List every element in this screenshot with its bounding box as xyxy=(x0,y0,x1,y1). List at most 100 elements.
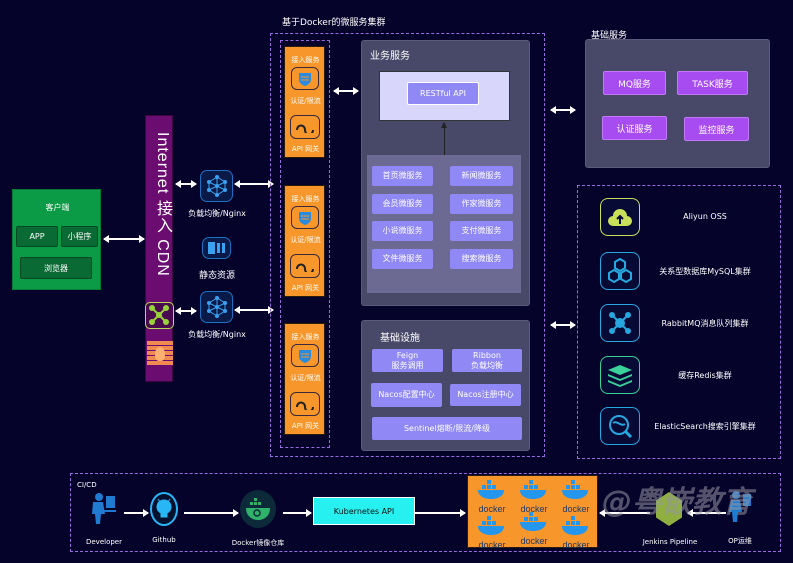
api-label: API 网关 xyxy=(291,422,320,430)
arrow-cluster-base xyxy=(550,106,576,114)
access-label: 接入服务 xyxy=(291,195,320,203)
arrow-client-cdn xyxy=(103,235,145,243)
cluster-box xyxy=(270,33,545,457)
gateway-box: 接入服务 认证/限流 API 网关 xyxy=(284,46,325,158)
base-services-title: 基础服务 xyxy=(591,31,628,41)
watermark: @粤嵌教育 xyxy=(602,485,752,520)
docker-label: docker xyxy=(562,540,590,550)
auth-label: 认证/限流 xyxy=(290,374,321,382)
docker-label: docker xyxy=(478,540,506,550)
api-label: API 网关 xyxy=(291,145,320,153)
client-mini-program: 小程序 xyxy=(61,226,98,247)
static-resources-icon xyxy=(202,237,231,259)
client-title: 客户端 xyxy=(45,203,70,212)
developer-label: Developer xyxy=(85,538,122,546)
gateway-box: 接入服务 认证/限流 API 网关 xyxy=(284,185,325,297)
docker-label: docker xyxy=(520,536,548,546)
stack-icon xyxy=(600,356,640,394)
middleware-label: RabbitMQ消息队列集群 xyxy=(661,319,749,328)
microservice: 作家微服务 xyxy=(450,194,513,214)
microservice: 首页微服务 xyxy=(372,166,433,186)
jenkins-label: Jenkins Pipeline xyxy=(642,538,698,546)
auth-service: 认证服务 xyxy=(602,116,667,140)
arrow-cluster-middleware xyxy=(550,321,576,329)
load-balancer-icon xyxy=(200,291,233,323)
base-services-panel: MQ服务 TASK服务 认证服务 监控服务 xyxy=(585,39,770,168)
shield-icon xyxy=(291,344,319,367)
arrow-lb2-cluster xyxy=(234,306,274,314)
lb1-label: 负载均衡/Nginx xyxy=(188,209,246,218)
auth-label: 认证/限流 xyxy=(290,236,321,244)
network-hub-icon xyxy=(600,304,640,342)
feign-desc: 服务调用 xyxy=(391,360,424,370)
arrow-registry-k8s xyxy=(283,509,312,517)
docker-icon: docker xyxy=(472,480,512,514)
api-label: API 网关 xyxy=(291,284,320,292)
static-label: 静态资源 xyxy=(198,271,235,281)
github-label: Github xyxy=(152,536,176,544)
cdn-label: Internet 接入 CDN xyxy=(154,132,171,277)
docker-registry-icon xyxy=(240,490,276,528)
docker-label: docker xyxy=(478,504,506,514)
arrow-k8s-docker xyxy=(415,509,466,517)
monitor-service: 监控服务 xyxy=(684,117,749,141)
infra-title: 基础设施 xyxy=(380,333,420,344)
docker-icon: docker xyxy=(514,480,554,514)
client-box: 客户端 APP 小程序 浏览器 xyxy=(12,189,101,290)
ops-icon xyxy=(728,490,752,526)
restful-api: RESTful API xyxy=(407,82,479,105)
gateway-column xyxy=(280,40,330,448)
nacos-registry: Nacos注册中心 xyxy=(450,384,521,406)
docker-label: docker xyxy=(520,504,548,514)
arrow-jenkins-docker xyxy=(599,509,650,517)
ribbon-name: Ribbon xyxy=(473,350,501,360)
arrow-cdn-lb1 xyxy=(175,180,197,188)
arrow-lb1-cluster xyxy=(234,180,274,188)
api-gateway-icon xyxy=(290,254,320,278)
kubernetes-api: Kubernetes API xyxy=(313,497,415,525)
firewall-icon xyxy=(147,341,173,366)
access-label: 接入服务 xyxy=(291,333,320,341)
middleware-label: ElasticSearch搜索引擎集群 xyxy=(654,422,756,431)
arrow-dev-github xyxy=(124,509,149,517)
search-icon xyxy=(600,407,640,445)
client-app: APP xyxy=(16,226,58,247)
arrow-github-registry xyxy=(184,509,239,517)
middleware-label: Aliyun OSS xyxy=(683,212,727,221)
api-gateway-icon xyxy=(290,392,320,416)
ribbon-desc: 负载均衡 xyxy=(471,360,503,370)
nacos-config: Nacos配置中心 xyxy=(371,383,442,407)
microservice: 小说微服务 xyxy=(372,221,433,241)
docker-icon: docker xyxy=(514,512,554,546)
microservice: 会员微服务 xyxy=(372,194,433,214)
docker-icon: docker xyxy=(472,516,512,550)
restful-box: RESTful API xyxy=(379,71,510,121)
load-balancer-icon xyxy=(200,170,233,202)
microservice: 文件微服务 xyxy=(372,249,433,269)
microservice: 新闻微服务 xyxy=(450,166,513,186)
middleware-box xyxy=(577,185,781,459)
arrow-services-restful xyxy=(444,123,445,155)
shield-icon xyxy=(291,67,319,90)
business-services-panel: 业务服务 RESTful API 首页微服务新闻微服务会员微服务作家微服务小说微… xyxy=(361,40,530,306)
arrow-ops-jenkins xyxy=(687,509,726,517)
docker-cluster: docker docker docker docker docker docke… xyxy=(467,475,598,550)
docker-label: docker xyxy=(562,504,590,514)
auth-label: 认证/限流 xyxy=(290,97,321,105)
microservice: 搜索微服务 xyxy=(450,249,513,269)
arrow-gateway-business xyxy=(333,87,359,95)
access-label: 接入服务 xyxy=(291,56,320,64)
mq-service: MQ服务 xyxy=(603,71,666,95)
arrow-cdn-lb2 xyxy=(175,307,197,315)
client-browser: 浏览器 xyxy=(20,257,92,279)
sentinel: Sentinel熔断/限流/降级 xyxy=(372,417,522,440)
cluster-title: 基于Docker的微服务集群 xyxy=(282,18,386,28)
ops-label: OP运维 xyxy=(728,537,752,545)
network-node-icon xyxy=(145,302,174,329)
middleware-label: 关系型数据库MySQL集群 xyxy=(659,267,751,276)
cicd-title: CI/CD xyxy=(77,481,97,489)
cloud-upload-icon xyxy=(600,198,640,236)
